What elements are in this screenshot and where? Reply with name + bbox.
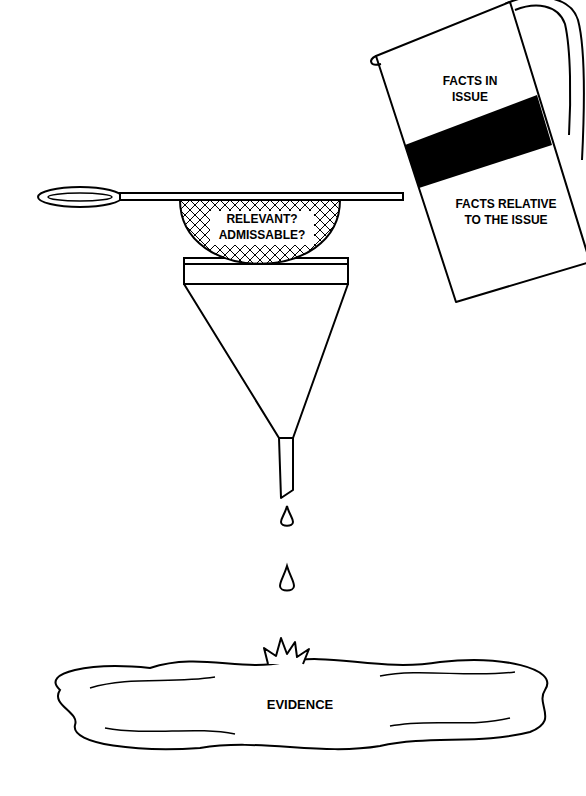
drop	[280, 566, 294, 591]
drop	[281, 506, 293, 526]
sieve-handle	[38, 187, 122, 207]
jug-label: FACTS IN ISSUE	[434, 74, 506, 105]
jug-band	[405, 95, 552, 188]
ripple	[90, 677, 215, 688]
sieve: RELEVANT? ADMISSABLE?	[180, 200, 340, 264]
splash	[264, 638, 309, 664]
sieve-mesh	[180, 200, 340, 264]
puddle	[56, 659, 548, 749]
ripple	[105, 728, 235, 734]
jug-body	[376, 2, 586, 302]
jug-spout	[371, 56, 381, 65]
funnel-cone	[184, 284, 348, 438]
puddle-label: EVIDENCE	[230, 697, 370, 714]
ripple	[390, 718, 510, 726]
jug: FACTS IN ISSUE FACTS RELATIVE TO THE ISSU…	[376, 0, 586, 302]
sieve-handle	[48, 193, 112, 201]
funnel-spout	[279, 438, 293, 498]
sieve-rim	[120, 193, 403, 200]
ripple	[380, 672, 515, 676]
sieve-label: RELEVANT? ADMISSABLE?	[210, 211, 314, 244]
puddle: EVIDENCE	[40, 655, 555, 750]
jug-label: FACTS RELATIVE TO THE ISSUE	[450, 197, 562, 228]
